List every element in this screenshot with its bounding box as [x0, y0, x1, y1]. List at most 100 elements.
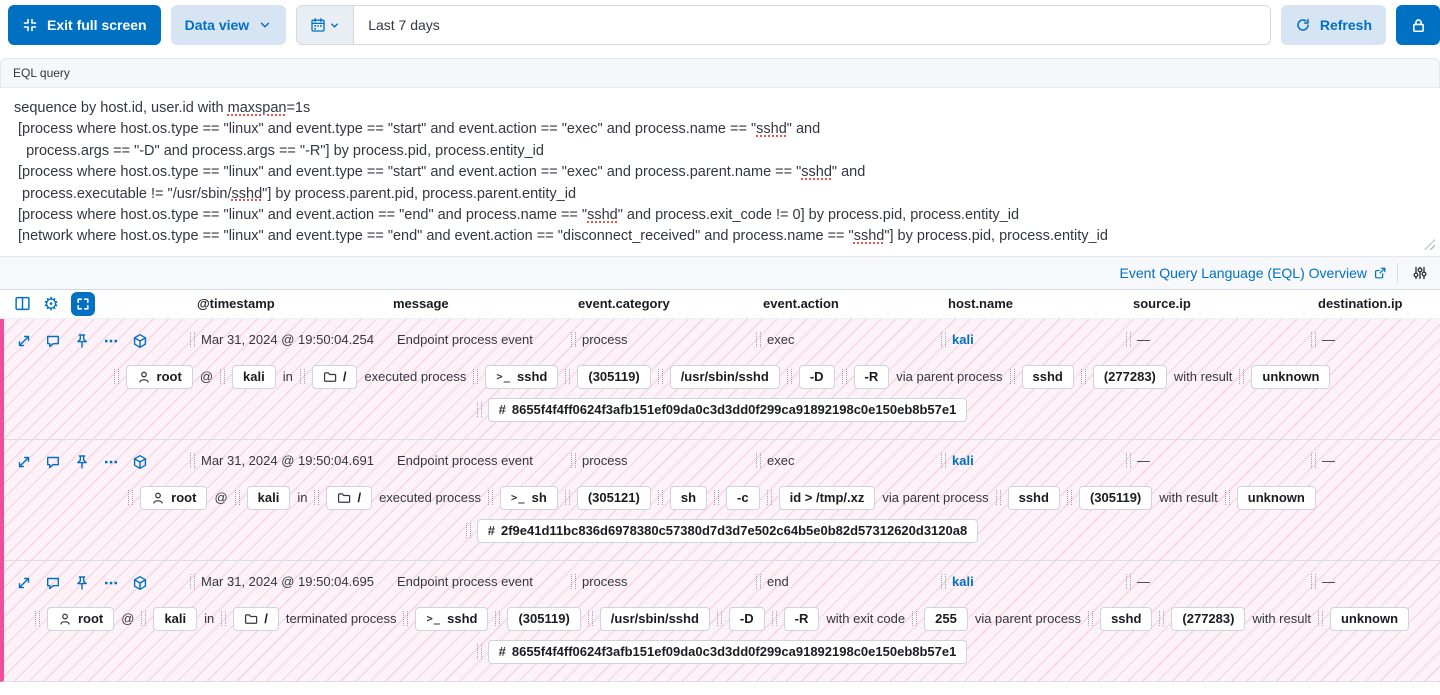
cell-host.name[interactable]: kali: [941, 331, 974, 347]
field-badge[interactable]: -c: [726, 485, 760, 510]
cell-@timestamp[interactable]: Mar 31, 2024 @ 19:50:04.695: [190, 573, 374, 589]
field-badge[interactable]: >_sshd: [485, 364, 559, 389]
drag-handle: [1126, 331, 1131, 347]
cell-destination.ip[interactable]: —: [1311, 452, 1335, 468]
pin-icon[interactable]: [74, 454, 90, 470]
field-badge[interactable]: kali: [246, 485, 291, 510]
cell-event.category[interactable]: process: [571, 573, 628, 589]
columns-icon[interactable]: [14, 295, 31, 312]
field-badge[interactable]: (305119): [577, 364, 651, 389]
more-actions-icon[interactable]: [103, 575, 119, 591]
cell-@timestamp[interactable]: Mar 31, 2024 @ 19:50:04.691: [190, 452, 374, 468]
eql-overview-link[interactable]: Event Query Language (EQL) Overview: [1120, 265, 1387, 281]
cell-source.ip[interactable]: —: [1126, 331, 1150, 347]
notes-icon[interactable]: [45, 454, 61, 470]
analyze-event-icon[interactable]: [132, 454, 148, 470]
cell-event.action[interactable]: exec: [756, 331, 794, 347]
lock-button[interactable]: [1396, 5, 1440, 45]
field-badge[interactable]: (305119): [507, 606, 581, 631]
column-header-host.name[interactable]: host.name: [948, 295, 1014, 311]
field-badge[interactable]: unknown: [1251, 364, 1331, 389]
field-badge[interactable]: root: [140, 485, 208, 510]
analyze-event-icon[interactable]: [132, 575, 148, 591]
drag-handle: [113, 369, 119, 385]
date-range-value[interactable]: Last 7 days: [368, 17, 440, 33]
drag-handle: [299, 369, 305, 385]
field-badge[interactable]: sh: [669, 485, 708, 510]
refresh-button[interactable]: Refresh: [1280, 5, 1386, 45]
column-header-message[interactable]: message: [393, 295, 449, 311]
analyze-event-icon[interactable]: [132, 333, 148, 349]
field-badge[interactable]: (277283): [1171, 606, 1246, 631]
field-badge[interactable]: sshd: [1021, 364, 1074, 389]
gear-icon[interactable]: ⚙: [43, 293, 60, 314]
field-badge[interactable]: /: [326, 485, 373, 510]
expand-event-icon[interactable]: [16, 454, 32, 470]
field-badge[interactable]: /usr/sbin/sshd: [599, 606, 710, 631]
field-badge[interactable]: root: [125, 364, 193, 389]
more-actions-icon[interactable]: [103, 333, 119, 349]
notes-icon[interactable]: [45, 333, 61, 349]
cell-@timestamp[interactable]: Mar 31, 2024 @ 19:50:04.254: [190, 331, 374, 347]
badge-value: unknown: [1340, 611, 1399, 627]
field-badge[interactable]: (277283): [1092, 364, 1167, 389]
badge-value: /usr/sbin/sshd: [610, 611, 699, 627]
column-header-@timestamp[interactable]: @timestamp: [197, 295, 275, 311]
field-badge[interactable]: /: [233, 606, 279, 631]
cell-destination.ip[interactable]: —: [1311, 573, 1335, 589]
column-header-destination.ip[interactable]: destination.ip: [1318, 295, 1403, 311]
process-hash-badge[interactable]: #8655f4f4ff0624f3afb151ef09da0c3d3dd0f29…: [487, 397, 968, 422]
resize-handle[interactable]: [1424, 238, 1435, 250]
field-badge[interactable]: >_sh: [499, 485, 558, 510]
field-badge[interactable]: unknown: [1329, 606, 1410, 631]
cell-destination.ip[interactable]: —: [1311, 331, 1335, 347]
notes-icon[interactable]: [45, 575, 61, 591]
fullscreen-icon[interactable]: [71, 291, 96, 316]
field-badge[interactable]: -D: [798, 364, 835, 389]
cell-host.name[interactable]: kali: [941, 573, 974, 589]
sliders-icon[interactable]: [1408, 265, 1432, 281]
data-view-button[interactable]: Data view: [170, 5, 287, 45]
field-badge[interactable]: -D: [728, 606, 765, 631]
pin-icon[interactable]: [74, 333, 90, 349]
field-badge[interactable]: kali: [232, 364, 276, 389]
eql-query-input[interactable]: sequence by host.id, user.id with maxspa…: [14, 100, 1108, 245]
field-badge[interactable]: sshd: [1100, 606, 1153, 631]
field-badge[interactable]: (305121): [576, 485, 651, 510]
field-badge[interactable]: /: [311, 364, 358, 389]
pin-icon[interactable]: [74, 575, 90, 591]
cell-host.name[interactable]: kali: [941, 452, 974, 468]
column-header-event.action[interactable]: event.action: [763, 295, 839, 311]
field-badge[interactable]: -R: [783, 606, 820, 631]
cell-event.action[interactable]: exec: [756, 452, 794, 468]
field-badge[interactable]: root: [46, 606, 115, 631]
column-header-event.category[interactable]: event.category: [578, 295, 670, 311]
date-picker-quick-menu[interactable]: [297, 6, 355, 44]
column-header-source.ip[interactable]: source.ip: [1133, 295, 1191, 311]
process-hash-badge[interactable]: #2f9e41d11bc836d6978380c57380d7d3d7e502c…: [476, 518, 979, 543]
eql-panel-footer: Event Query Language (EQL) Overview: [0, 255, 1440, 290]
field-badge[interactable]: unknown: [1236, 485, 1316, 510]
cell-event.category[interactable]: process: [571, 331, 628, 347]
cell-source.ip[interactable]: —: [1126, 573, 1150, 589]
process-hash-badge[interactable]: #8655f4f4ff0624f3afb151ef09da0c3d3dd0f29…: [487, 639, 968, 664]
hash-icon: #: [498, 644, 506, 660]
field-badge[interactable]: sshd: [1007, 485, 1060, 510]
field-badge[interactable]: -R: [853, 364, 890, 389]
more-actions-icon[interactable]: [103, 454, 119, 470]
cell-source.ip[interactable]: —: [1126, 452, 1150, 468]
cell-event.action[interactable]: end: [756, 573, 789, 589]
drag-handle: [1080, 369, 1086, 385]
field-badge[interactable]: kali: [153, 606, 198, 631]
field-badge[interactable]: id > /tmp/.xz: [778, 485, 876, 510]
field-badge[interactable]: /usr/sbin/sshd: [669, 364, 780, 389]
cell-event.category[interactable]: process: [571, 452, 628, 468]
expand-event-icon[interactable]: [16, 333, 32, 349]
field-badge[interactable]: >_sshd: [415, 606, 489, 631]
field-badge[interactable]: 255: [924, 606, 968, 631]
exit-full-screen-button[interactable]: Exit full screen: [8, 5, 161, 45]
expand-event-icon[interactable]: [16, 575, 32, 591]
field-badge[interactable]: (305119): [1078, 485, 1153, 510]
